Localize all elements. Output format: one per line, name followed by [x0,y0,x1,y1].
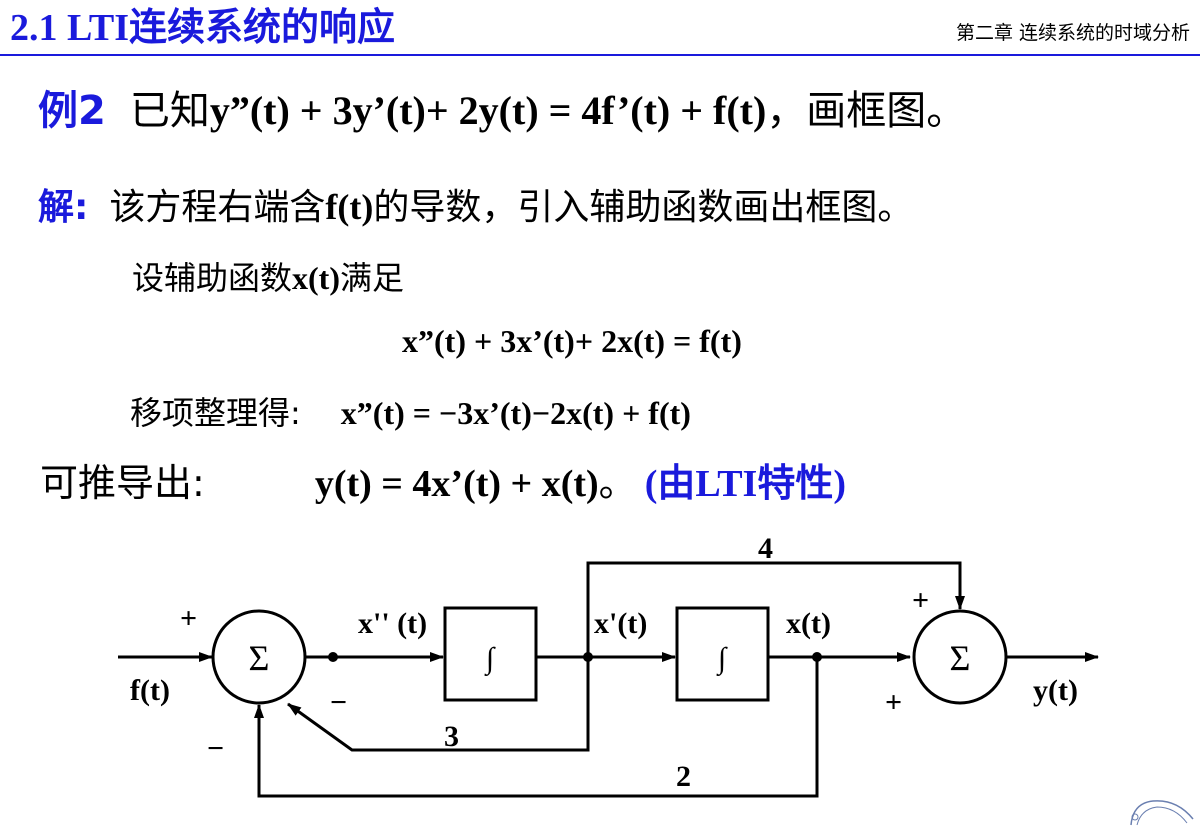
signal-x0-label: x(t) [786,607,831,640]
example-label: 例2 [38,88,106,134]
example-equation: y”(t) + 3y’(t)+ 2y(t) = 4f’(t) + f(t) [209,88,767,133]
integrator-1 [443,606,538,702]
summer-1-minus-2: − [207,732,224,765]
summer-1-sigma: Σ [249,638,270,678]
block-diagram: Σ Σ ∫ ∫ f(t) y(t) x'' (t) x'(t) x(t) 4 3… [118,532,1099,798]
junction-x2 [328,652,338,662]
page-title: 2.1 LTI连续系统的响应 [10,7,395,49]
output-label: y(t) [1033,674,1078,707]
header-divider [0,54,1200,56]
aux-prefix: 设辅助函数 [132,259,293,297]
derive-line: 可推导出: y(t) = 4x’(t) + x(t)。(由LTI特性) [40,452,846,507]
junction-x1 [583,652,593,662]
gain-4-label: 4 [758,532,773,565]
watermark-stamp-icon [1130,800,1194,826]
gain-3-label: 3 [444,720,459,753]
summer-2-plus-top: + [912,584,929,617]
integrator-2 [675,606,770,702]
derive-label: 可推导出: [40,461,205,505]
solution-text-before: 该方程右端含 [109,187,326,228]
feedback-2-path [254,657,819,798]
aux-xt: x(t) [292,260,340,296]
solution-line: 解: 该方程右端含f(t)的导数，引入辅助函数画出框图。 [38,178,913,230]
rearrange-label: 移项整理得: [130,394,301,432]
rearrange-line: 移项整理得: x”(t) = −3x’(t)−2x(t) + f(t) [130,388,691,434]
signal-x1-label: x'(t) [594,607,647,640]
solution-label: 解: [38,187,89,228]
summer-1-plus: + [180,602,197,635]
chapter-title: 第二章 连续系统的时域分析 [955,22,1190,44]
example-prefix: 已知 [129,88,210,134]
summer-1-minus-3: − [330,686,347,719]
example-line: 例2 已知y”(t) + 3y’(t)+ 2y(t) = 4f’(t) + f(… [38,78,966,136]
gain-2-label: 2 [676,760,691,793]
feedforward-4-path [586,561,965,657]
solution-ft: f(t) [325,187,374,227]
aux-equation: x”(t) + 3x’(t)+ 2x(t) = f(t) [402,323,742,359]
example-suffix: ，画框图。 [766,88,967,134]
summer-2-plus-bottom: + [885,686,902,719]
input-label: f(t) [130,674,170,707]
derive-equation: y(t) = 4x’(t) + x(t) [314,463,599,505]
summer-2-sigma: Σ [950,638,971,678]
rearrange-equation: x”(t) = −3x’(t)−2x(t) + f(t) [340,395,691,431]
integrator-2-symbol: ∫ [716,642,728,677]
feedback-3-path [287,657,590,752]
integrator-1-symbol: ∫ [484,642,496,677]
signal-x2-label: x'' (t) [358,607,427,640]
junction-x0 [812,652,822,662]
solution-text-after: 的导数，引入辅助函数画出框图。 [373,187,914,228]
derive-suffix: 。 [598,461,637,505]
aux-suffix: 满足 [339,259,404,297]
derive-note: (由LTI特性) [644,463,846,505]
aux-line: 设辅助函数x(t)满足 [132,253,404,299]
